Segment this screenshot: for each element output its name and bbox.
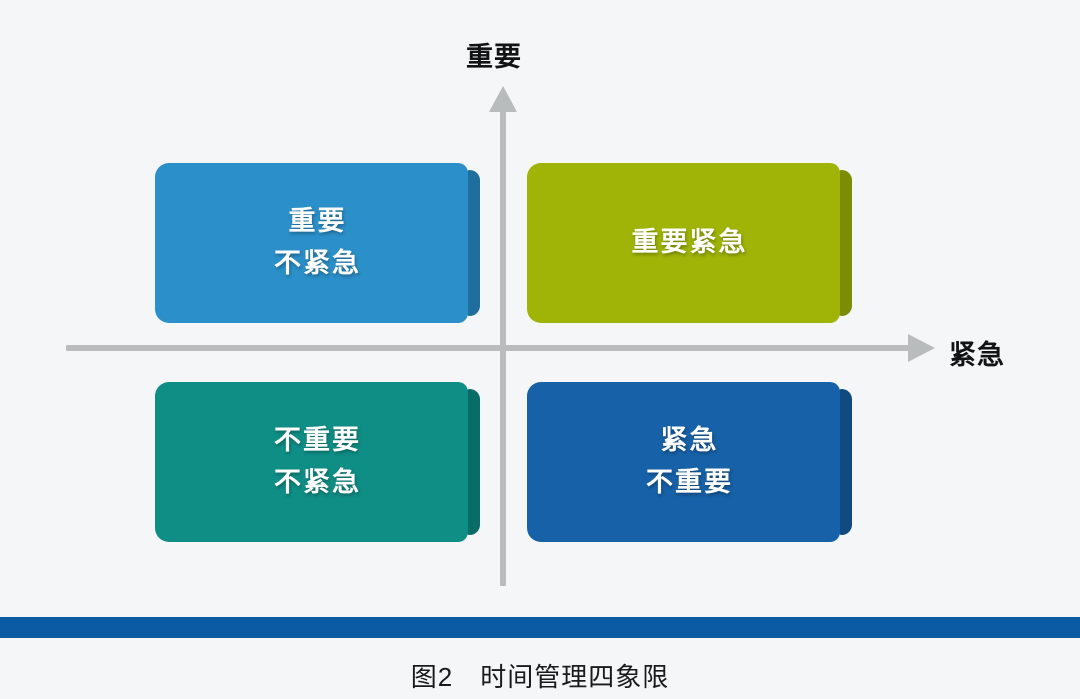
quadrant-face bbox=[527, 382, 840, 542]
quadrant-face bbox=[155, 163, 468, 323]
quadrant-important-urgent[interactable]: 重要紧急 bbox=[527, 163, 852, 323]
quadrant-side-edge bbox=[838, 389, 852, 535]
quadrant-label-line: 不紧急 bbox=[274, 248, 361, 278]
quadrant-label-group: 重要 不紧急 bbox=[161, 207, 474, 278]
quadrant-label-line: 不重要 bbox=[646, 467, 733, 497]
quadrant-label-line: 重要 bbox=[288, 206, 347, 237]
quadrant-important-not-urgent[interactable]: 重要 不紧急 bbox=[155, 163, 480, 323]
quadrant-side-edge bbox=[466, 389, 480, 535]
quadrant-label-group: 不重要 不紧急 bbox=[161, 426, 474, 497]
quadrant-urgent-not-important[interactable]: 紧急 不重要 bbox=[527, 382, 852, 542]
x-axis-label: 紧急 bbox=[949, 340, 1005, 370]
quadrant-label-group: 重要紧急 bbox=[533, 227, 846, 258]
quadrant-label-line: 不紧急 bbox=[274, 467, 361, 497]
quadrant-not-important-not-urgent[interactable]: 不重要 不紧急 bbox=[155, 382, 480, 542]
horizontal-axis-arrow-icon bbox=[908, 334, 935, 362]
quadrant-face bbox=[155, 382, 468, 542]
quadrant-label-line: 重要紧急 bbox=[631, 227, 748, 258]
y-axis-label: 重要 bbox=[466, 42, 522, 72]
vertical-axis-arrow-icon bbox=[489, 86, 517, 112]
quadrant-label-line: 紧急 bbox=[660, 425, 719, 456]
quadrant-label-group: 紧急 不重要 bbox=[533, 426, 846, 497]
quadrant-label-line: 不重要 bbox=[274, 425, 361, 456]
footer-accent-bar bbox=[0, 617, 1080, 638]
quadrant-side-edge bbox=[466, 170, 480, 316]
quadrant-side-edge bbox=[838, 170, 852, 316]
figure-caption: 图2 时间管理四象限 bbox=[410, 662, 670, 692]
quadrant-face bbox=[527, 163, 840, 323]
horizontal-axis-line bbox=[66, 345, 912, 351]
